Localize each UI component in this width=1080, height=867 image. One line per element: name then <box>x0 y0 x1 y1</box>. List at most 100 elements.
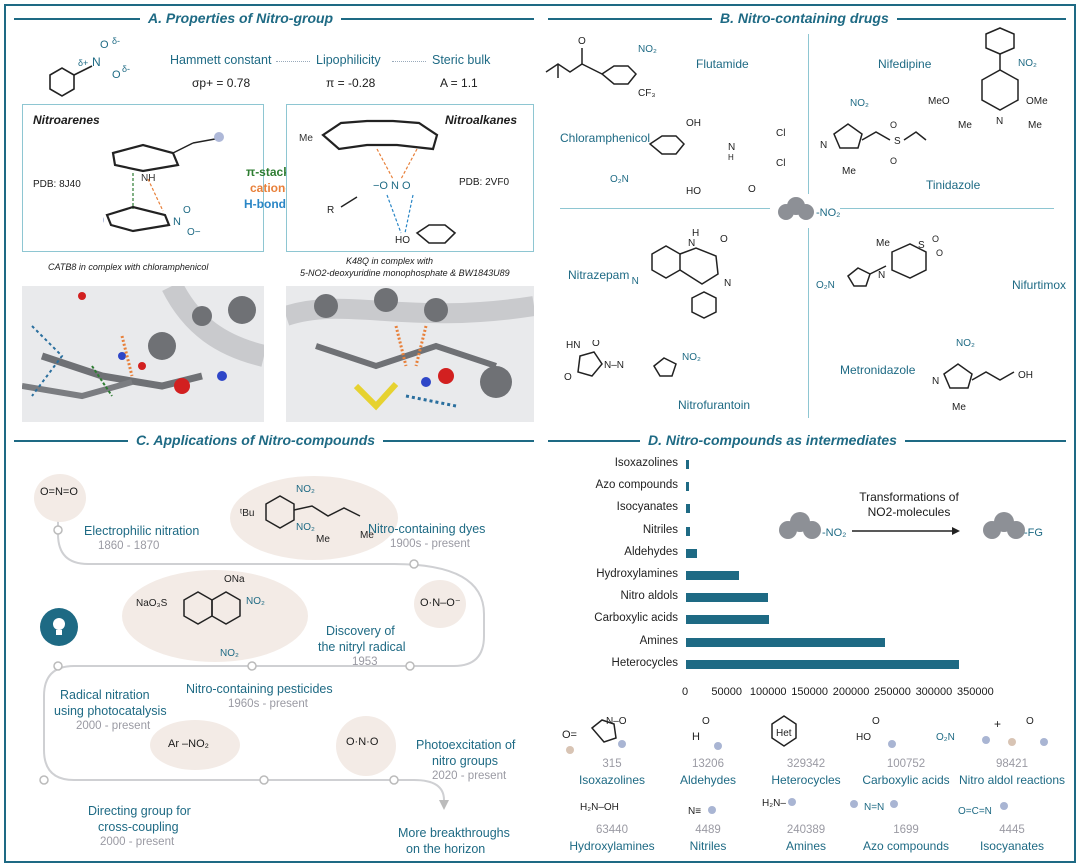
nitrobenzene-structure: N O O δ+ δ- δ- <box>49 36 130 97</box>
section-b-title: B. Nitro-containing drugs <box>712 10 897 26</box>
app-radical-nitration-years: 2000 - present <box>76 720 151 732</box>
bar <box>686 526 690 536</box>
right-arrow-icon <box>852 527 960 535</box>
svg-text:NH: NH <box>141 173 155 184</box>
bar-label: Hydroxylamines <box>596 568 678 580</box>
svg-text:NO₂: NO₂ <box>638 44 657 55</box>
app-directing-group-years: 2000 - present <box>100 836 175 848</box>
dotted-divider <box>276 61 310 62</box>
svg-text:OH: OH <box>686 118 701 129</box>
svg-text:Het: Het <box>776 728 792 739</box>
flutamide-structure: O NO₂ CF₃ <box>545 36 657 99</box>
app-nitro-dyes-years: 1900s - present <box>390 538 470 550</box>
svg-text:+: + <box>994 717 1001 731</box>
svg-text:N–O: N–O <box>606 716 627 727</box>
lipophilicity-label: Lipophilicity <box>316 53 381 67</box>
x-tick-label: 250000 <box>874 686 911 698</box>
svg-text:NO₂: NO₂ <box>1018 58 1037 69</box>
svg-text:N≡: N≡ <box>688 806 701 817</box>
bar-label: Isoxazolines <box>614 457 678 469</box>
bar <box>686 460 689 469</box>
svg-text:S: S <box>894 136 901 147</box>
count-label: Aldehydes <box>679 773 737 787</box>
x-tick-label: 300000 <box>915 686 953 698</box>
chloramphenicol-structure: OH O₂N N H Cl Cl O HO <box>610 118 785 197</box>
app-future-l2: on the horizon <box>406 842 486 856</box>
svg-text:O: O <box>890 156 897 166</box>
svg-text:δ-: δ- <box>122 64 130 74</box>
svg-text:O: O <box>112 69 121 81</box>
section-a-title: A. Properties of Nitro-group <box>140 10 342 26</box>
bar <box>686 571 739 580</box>
app-radical-nitration-l2: using photocatalysis <box>54 704 167 718</box>
nitroarenes-title: Nitroarenes <box>33 113 100 127</box>
photoexcitation-blob <box>336 716 396 776</box>
nifedipine-structure: NO₂ MeO OMe Me Me N <box>928 27 1048 131</box>
svg-text:N: N <box>820 140 827 151</box>
steric-bulk-value: A = 1.1 <box>440 76 478 90</box>
app-directing-group-l2: cross-coupling <box>98 820 179 834</box>
bar-label: Heterocycles <box>611 656 678 669</box>
count-label: Carboxylic acids <box>862 773 950 787</box>
svg-text:NO₂: NO₂ <box>296 484 315 495</box>
count-value: 315 <box>602 758 622 770</box>
svg-text:O₂N: O₂N <box>936 732 955 743</box>
drug-chloramphenicol: Chloramphenicol <box>560 131 651 145</box>
count-value: 4445 <box>999 824 1025 836</box>
section-c-title: C. Applications of Nitro-compounds <box>128 432 384 448</box>
svg-text:δ+: δ+ <box>78 58 88 68</box>
svg-text:O: O <box>936 248 943 258</box>
drug-divider <box>808 228 809 418</box>
svg-text:−O N O: −O N O <box>373 180 411 192</box>
intermediate-structures-row2: H₂N–OH N≡ H₂N– N=N O=C=N <box>580 798 1008 817</box>
svg-text:NO₂: NO₂ <box>246 596 265 607</box>
svg-text:O−: O− <box>187 227 201 238</box>
bar <box>686 548 697 558</box>
count-label: Isocyanates <box>979 839 1045 853</box>
svg-text:Me: Me <box>316 534 330 545</box>
count-label: Isoxazolines <box>578 773 646 787</box>
drug-divider <box>808 34 809 194</box>
svg-text:O: O <box>890 120 897 130</box>
svg-text:Cl: Cl <box>776 158 785 169</box>
count-label: Nitro aldol reactions <box>958 773 1066 787</box>
nitro-cloud-icon: -NO₂ <box>778 197 840 220</box>
bar-label: Amines <box>639 634 678 647</box>
svg-text:HN: HN <box>566 340 580 351</box>
protein-structure-image-2 <box>286 286 534 422</box>
caption-catb8: CATB8 in complex with chloramphenicol <box>48 262 209 272</box>
x-tick-label: 200000 <box>832 686 870 698</box>
bar-label: Aldehydes <box>624 545 678 558</box>
svg-text:Me: Me <box>1028 120 1042 131</box>
drug-tinidazole: Tinidazole <box>926 178 981 192</box>
app-photoexcitation-l1: Photoexcitation of <box>416 738 516 752</box>
nitroalkanes-title: Nitroalkanes <box>445 113 518 127</box>
drug-divider <box>560 208 770 209</box>
svg-text:Me: Me <box>842 166 856 177</box>
section-d-title: D. Nitro-compounds as intermediates <box>640 432 905 448</box>
count-value: 13206 <box>692 758 724 770</box>
app-photoexcitation-l2: nitro groups <box>432 754 499 768</box>
count-label: Hydroxylamines <box>569 839 655 853</box>
svg-text:NO₂: NO₂ <box>850 98 869 109</box>
nitrazepam-structure: H N O O₂N N <box>632 228 731 319</box>
nitronium-blob <box>34 474 86 522</box>
x-tick-label: 0 <box>682 686 689 698</box>
bar <box>686 637 886 647</box>
svg-text:NO₂: NO₂ <box>956 338 975 349</box>
bar-label: Nitriles <box>642 523 678 536</box>
count-label: Nitriles <box>689 839 727 853</box>
app-electrophilic-nitration: Electrophilic nitration <box>84 524 200 538</box>
svg-text:O: O <box>564 372 572 383</box>
svg-text:O₂N: O₂N <box>632 276 639 287</box>
app-nitryl-radical-l1: Discovery of <box>326 624 395 638</box>
bar <box>686 615 770 625</box>
svg-text:-NO₂: -NO₂ <box>822 527 846 539</box>
steric-bulk-label: Steric bulk <box>432 53 491 67</box>
hammett-value: σp+ = 0.78 <box>192 76 251 90</box>
caption-k48q-line1: K48Q in complex with <box>346 256 434 266</box>
nitro-cloud-icon: -NO₂ <box>779 512 846 539</box>
svg-text:H: H <box>692 731 700 743</box>
app-nitryl-radical-l2: the nitryl radical <box>318 640 406 654</box>
svg-text:HO: HO <box>686 186 701 197</box>
